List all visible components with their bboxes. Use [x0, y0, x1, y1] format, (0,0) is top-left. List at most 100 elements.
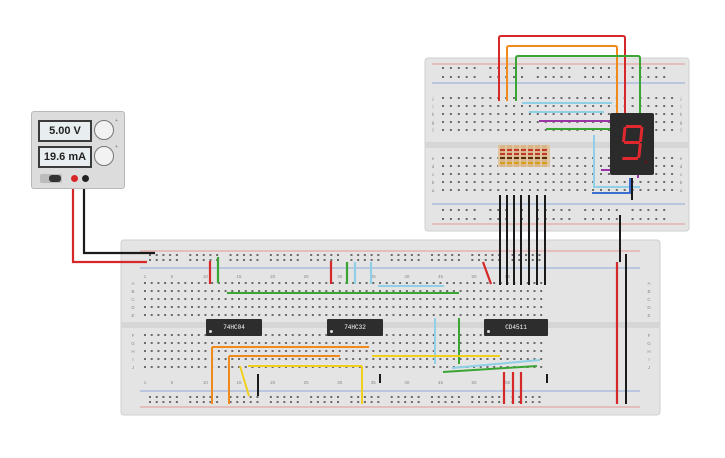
main-breadboard[interactable]: 1510152025303540455055151015202530354045…: [120, 239, 661, 416]
col-number-top: 10: [203, 274, 209, 279]
row-letter-left: J: [132, 365, 134, 370]
resistor-band: [521, 157, 526, 159]
col-number-bottom: 35: [371, 380, 377, 385]
small-row-letter: b: [432, 180, 435, 185]
chip-cd4511[interactable]: CD4511: [484, 319, 548, 336]
row-letter-right: G: [647, 341, 651, 346]
resistor[interactable]: [507, 145, 512, 167]
resistor-band: [514, 153, 519, 155]
small-row-letter-right: d: [680, 164, 683, 169]
row-letter-left: B: [131, 289, 134, 294]
resistor-band: [528, 162, 533, 164]
resistor-bands: [500, 145, 547, 167]
row-letter-left: I: [132, 357, 133, 362]
small-row-letter: h: [432, 112, 435, 117]
resistor[interactable]: [521, 145, 526, 167]
resistor-band: [507, 153, 512, 155]
small-row-letter: j: [432, 96, 434, 101]
wire-lightblue-bottom-small[interactable]: [593, 135, 640, 188]
wire-red-main-3[interactable]: [481, 261, 493, 285]
small-row-letter: c: [432, 172, 435, 177]
psu-black-lead[interactable]: [82, 178, 155, 255]
small-row-letter-right: h: [680, 112, 683, 117]
resistor-band: [521, 153, 526, 155]
col-number-bottom: 45: [438, 380, 444, 385]
chip-74hc04[interactable]: 74HC04: [206, 319, 262, 336]
col-number-top: 1: [144, 274, 147, 279]
row-letter-left: F: [132, 333, 135, 338]
resistor[interactable]: [500, 145, 505, 167]
resistor-band: [507, 149, 512, 151]
chip-74hc32[interactable]: 74HC32: [327, 319, 383, 336]
power-switch[interactable]: [40, 174, 62, 183]
resistor-band: [500, 149, 505, 151]
current-knob[interactable]: [94, 146, 114, 166]
resistor-band: [542, 153, 547, 155]
small-row-letter: a: [432, 188, 435, 193]
small-row-letter-right: i: [681, 104, 682, 109]
power-supply[interactable]: 5.00 V 19.6 mA + +: [31, 111, 125, 189]
row-letter-right: B: [647, 289, 650, 294]
col-number-bottom: 25: [304, 380, 310, 385]
small-row-letter-right: e: [680, 156, 683, 161]
black-bus-wires[interactable]: [499, 195, 627, 404]
row-letter-left: D: [131, 305, 135, 310]
wire-blue-bottom-small[interactable]: [592, 178, 631, 194]
resistor-band: [514, 157, 519, 159]
col-number-bottom: 40: [404, 380, 410, 385]
col-number-top: 25: [304, 274, 310, 279]
resistor-band: [542, 149, 547, 151]
seven-segment-digit: [622, 125, 648, 164]
small-row-letter-right: j: [680, 96, 682, 101]
row-letter-right: J: [648, 365, 650, 370]
negative-terminal[interactable]: [82, 175, 89, 182]
row-letter-left: E: [131, 313, 134, 318]
wire-yellow-down-1[interactable]: [239, 365, 250, 397]
small-row-letter: e: [432, 156, 435, 161]
resistor-band: [535, 149, 540, 151]
col-number-bottom: 5: [171, 380, 174, 385]
col-number-bottom: 20: [270, 380, 276, 385]
col-number-top: 30: [337, 274, 343, 279]
col-number-top: 45: [438, 274, 444, 279]
psu-red-lead[interactable]: [71, 178, 147, 264]
row-letter-right: C: [647, 297, 651, 302]
col-number-bottom: 30: [337, 380, 343, 385]
col-number-top: 50: [472, 274, 478, 279]
resistor-band: [507, 157, 512, 159]
resistor[interactable]: [535, 145, 540, 167]
current-display: 19.6 mA: [38, 146, 92, 168]
col-number-top: 20: [270, 274, 276, 279]
row-letter-left: G: [131, 341, 135, 346]
wire-red-top-arch[interactable]: [498, 35, 626, 120]
resistor[interactable]: [514, 145, 519, 167]
resistor-band: [500, 157, 505, 159]
col-number-bottom: 50: [472, 380, 478, 385]
resistor[interactable]: [528, 145, 533, 167]
small-row-letter: f: [432, 128, 434, 133]
seven-segment-display[interactable]: [610, 113, 654, 175]
resistor-band: [535, 157, 540, 159]
wire-lightblue-bottom[interactable]: [451, 359, 541, 369]
resistor[interactable]: [542, 145, 547, 167]
resistor-band: [507, 162, 512, 164]
wire-green-bottom[interactable]: [442, 365, 538, 373]
small-center-channel: [425, 142, 689, 148]
current-knob-hint: +: [115, 144, 118, 150]
small-row-letter-right: b: [680, 180, 683, 185]
resistor-band: [500, 162, 505, 164]
col-number-bottom: 1: [144, 380, 147, 385]
resistor-band: [500, 153, 505, 155]
positive-terminal[interactable]: [71, 175, 78, 182]
col-number-top: 40: [404, 274, 410, 279]
resistor-array[interactable]: [498, 145, 550, 167]
wire-green-top-arch[interactable]: [515, 55, 641, 120]
resistor-band: [521, 149, 526, 151]
resistor-band: [535, 162, 540, 164]
small-row-letter-right: g: [680, 120, 683, 125]
voltage-knob-hint: +: [115, 118, 118, 124]
col-number-bottom: 10: [203, 380, 209, 385]
wire-orange-top-arch[interactable]: [506, 45, 618, 120]
voltage-knob[interactable]: [94, 120, 114, 140]
